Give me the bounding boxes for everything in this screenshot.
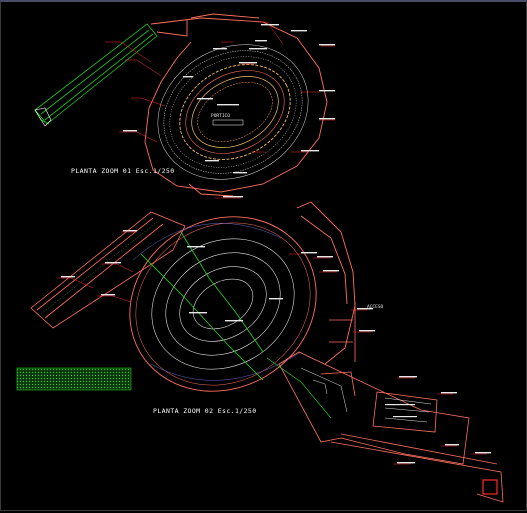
access-ramp-top [34, 23, 158, 125]
corridor-bottom [278, 302, 504, 503]
zone-label-portico: PORTICO [211, 114, 230, 119]
leaders-bottom [57, 231, 487, 465]
plan-zoom-01 [34, 13, 335, 199]
green-axis-bottom [140, 231, 264, 381]
dim-arcs-bottom [132, 223, 302, 381]
annotations-top [123, 24, 335, 198]
corridor-end-box [482, 479, 498, 495]
track-top [179, 64, 291, 160]
plan-zoom-02 [30, 201, 504, 503]
leaders-top [105, 21, 335, 199]
arena-rings-bottom [151, 238, 295, 370]
access-label: ACCESO [367, 305, 384, 310]
plan-02-title: PLANTA ZOOM 02 Esc.1/250 [153, 407, 257, 415]
corridor-detail-bottom [300, 367, 432, 423]
plan-01-title: PLANTA ZOOM 01 Esc.1/250 [71, 167, 175, 175]
building-outline-top [144, 13, 328, 197]
building-outline-bottom [129, 201, 356, 392]
access-ramp-bottom [30, 211, 186, 329]
ramp-end-detail [34, 107, 52, 127]
annotations-bottom [61, 230, 491, 464]
seating-ring-top [157, 44, 309, 180]
center-label-box-top [212, 119, 244, 126]
hatch-legend-swatch [16, 367, 132, 391]
ramp-hatch-bottom [40, 221, 158, 315]
green-corridor-axis [266, 357, 332, 419]
